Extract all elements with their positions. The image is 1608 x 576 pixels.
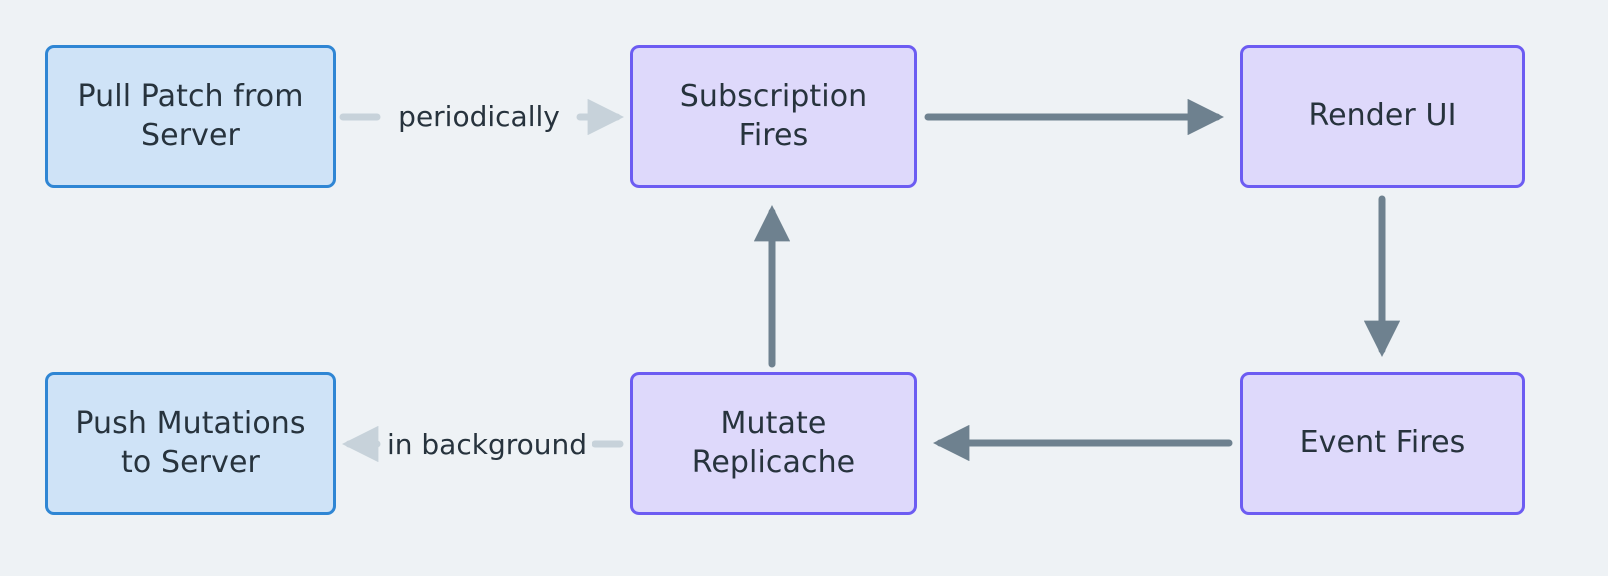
edge-label-periodically: periodically [393,103,565,131]
node-subscription-fires[interactable]: Subscription Fires [630,45,917,188]
node-pull-patch-from-server[interactable]: Pull Patch from Server [45,45,336,188]
node-label: Subscription Fires [679,79,868,153]
node-label: Event Fires [1299,425,1466,461]
node-push-mutations-to-server[interactable]: Push Mutations to Server [45,372,336,515]
node-mutate-replicache[interactable]: Mutate Replicache [630,372,917,515]
node-render-ui[interactable]: Render UI [1240,45,1525,188]
node-label: Render UI [1308,98,1457,134]
edge-label-in-background: in background [381,431,593,459]
node-label: Mutate Replicache [691,406,856,480]
node-event-fires[interactable]: Event Fires [1240,372,1525,515]
node-label: Pull Patch from Server [77,79,304,153]
node-label: Push Mutations to Server [75,406,306,480]
